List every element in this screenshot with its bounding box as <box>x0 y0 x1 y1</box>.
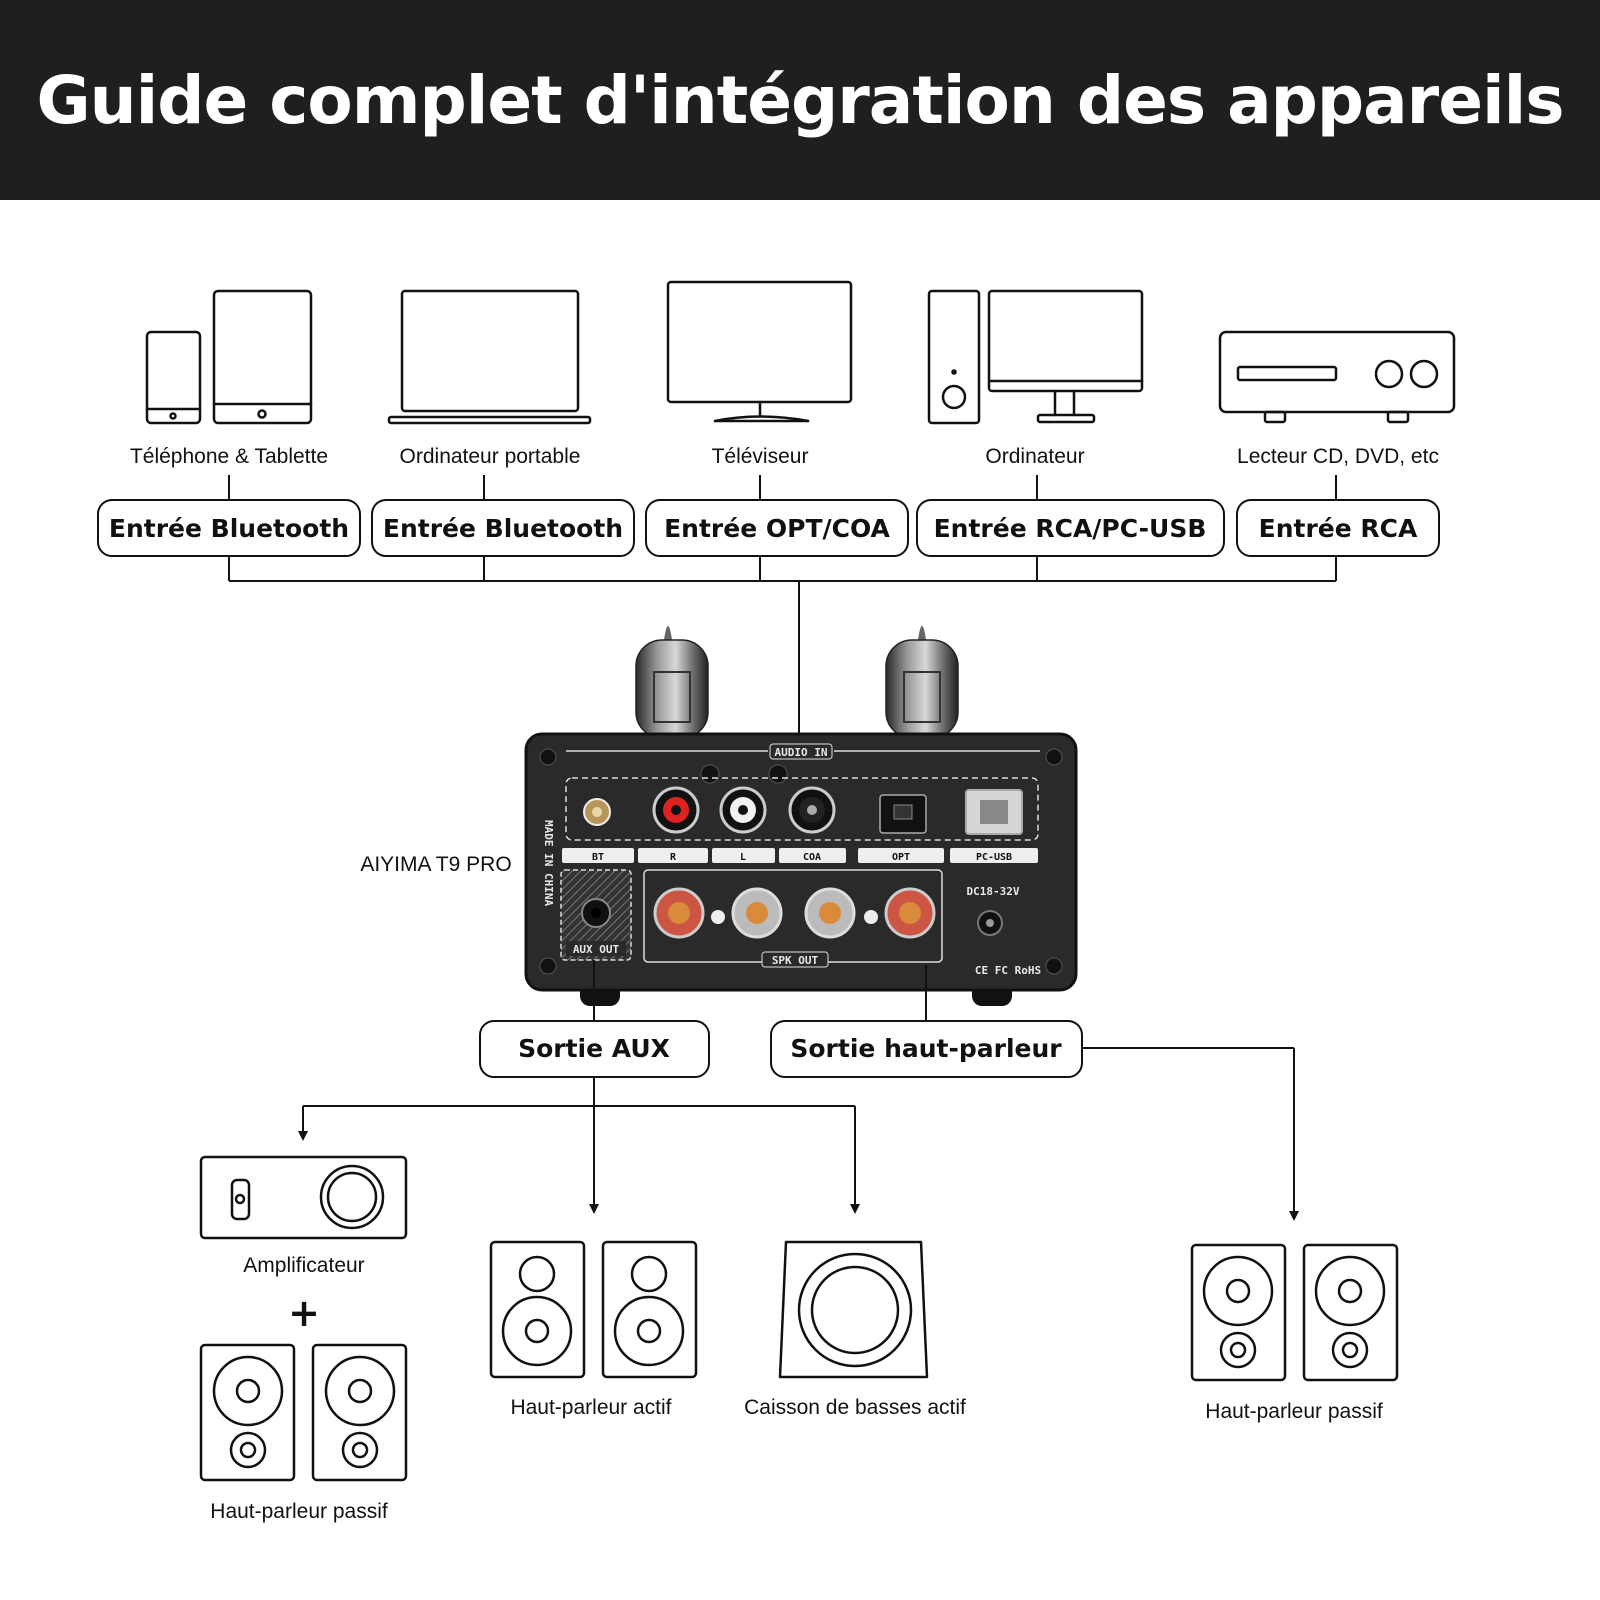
input-label: Entrée RCA <box>1259 514 1418 543</box>
amplifier-icon <box>199 1155 408 1240</box>
destination-label-amplifier: Amplificateur <box>243 1254 364 1277</box>
output-box-aux: Sortie AUX <box>479 1020 710 1078</box>
source-connectors <box>228 475 1337 760</box>
header-banner: Guide complet d'intégration des appareil… <box>0 0 1600 200</box>
destination-label-passive-left: Haut-parleur passif <box>210 1500 388 1523</box>
desktop-computer-icon <box>927 289 1144 425</box>
aux-out-label: AUX OUT <box>573 943 620 956</box>
vacuum-tube-right <box>885 626 959 739</box>
active-speaker-pair-icon <box>489 1240 698 1379</box>
passive-speaker-pair-left-icon <box>199 1343 408 1482</box>
plus-sign: + <box>288 1291 320 1335</box>
destination-label-subwoofer: Caisson de basses actif <box>744 1396 966 1419</box>
output-label: Sortie haut-parleur <box>790 1034 1062 1063</box>
audio-in-label: AUDIO IN <box>775 746 828 759</box>
amplifier-model-label: AIYIMA T9 PRO <box>360 853 511 876</box>
output-label: Sortie AUX <box>518 1034 670 1063</box>
page-title: Guide complet d'intégration des appareil… <box>36 61 1564 139</box>
destination-label-active: Haut-parleur actif <box>510 1396 671 1419</box>
power-rating-label: DC18-32V <box>967 885 1020 898</box>
port-label-bt: BT <box>592 852 604 863</box>
input-box-rca-pc-usb: Entrée RCA/PC-USB <box>916 499 1225 557</box>
input-label: Entrée Bluetooth <box>383 514 623 543</box>
passive-speaker-pair-right-icon <box>1190 1243 1399 1382</box>
input-label: Entrée RCA/PC-USB <box>934 514 1207 543</box>
phone-tablet-icon <box>145 289 313 425</box>
made-in-label: MADE IN CHINA <box>542 820 555 906</box>
vacuum-tube-left <box>635 626 709 739</box>
source-label-laptop: Ordinateur portable <box>400 445 581 468</box>
output-connectors <box>298 960 1299 1221</box>
cd-player-icon <box>1218 330 1456 424</box>
port-labels: BT R L COA OPT PC-USB <box>562 848 1038 863</box>
source-label-phone-tablet: Téléphone & Tablette <box>130 445 328 468</box>
destination-label-passive-right: Haut-parleur passif <box>1205 1400 1383 1423</box>
output-box-speaker: Sortie haut-parleur <box>770 1020 1083 1078</box>
tv-icon <box>666 280 853 423</box>
input-label: Entrée OPT/COA <box>664 514 890 543</box>
amplifier-device: AUDIO IN BT R L COA <box>524 626 1078 1006</box>
port-label-r: R <box>670 852 677 863</box>
input-box-bluetooth-1: Entrée Bluetooth <box>97 499 361 557</box>
laptop-icon <box>387 289 592 425</box>
source-label-tv: Téléviseur <box>712 445 809 468</box>
certification-marks: CE FC RoHS <box>975 964 1041 977</box>
subwoofer-icon <box>778 1240 929 1379</box>
port-label-coa: COA <box>803 852 821 863</box>
spk-out-label: SPK OUT <box>772 954 819 967</box>
input-box-bluetooth-2: Entrée Bluetooth <box>371 499 635 557</box>
speaker-terminals <box>653 887 936 939</box>
port-label-pc-usb: PC-USB <box>976 852 1012 863</box>
input-label: Entrée Bluetooth <box>109 514 349 543</box>
source-label-computer: Ordinateur <box>985 445 1084 468</box>
input-box-opt-coa: Entrée OPT/COA <box>645 499 909 557</box>
source-label-cd-player: Lecteur CD, DVD, etc <box>1237 445 1439 468</box>
input-box-rca: Entrée RCA <box>1236 499 1440 557</box>
port-label-opt: OPT <box>892 852 910 863</box>
port-label-l: L <box>740 852 746 863</box>
